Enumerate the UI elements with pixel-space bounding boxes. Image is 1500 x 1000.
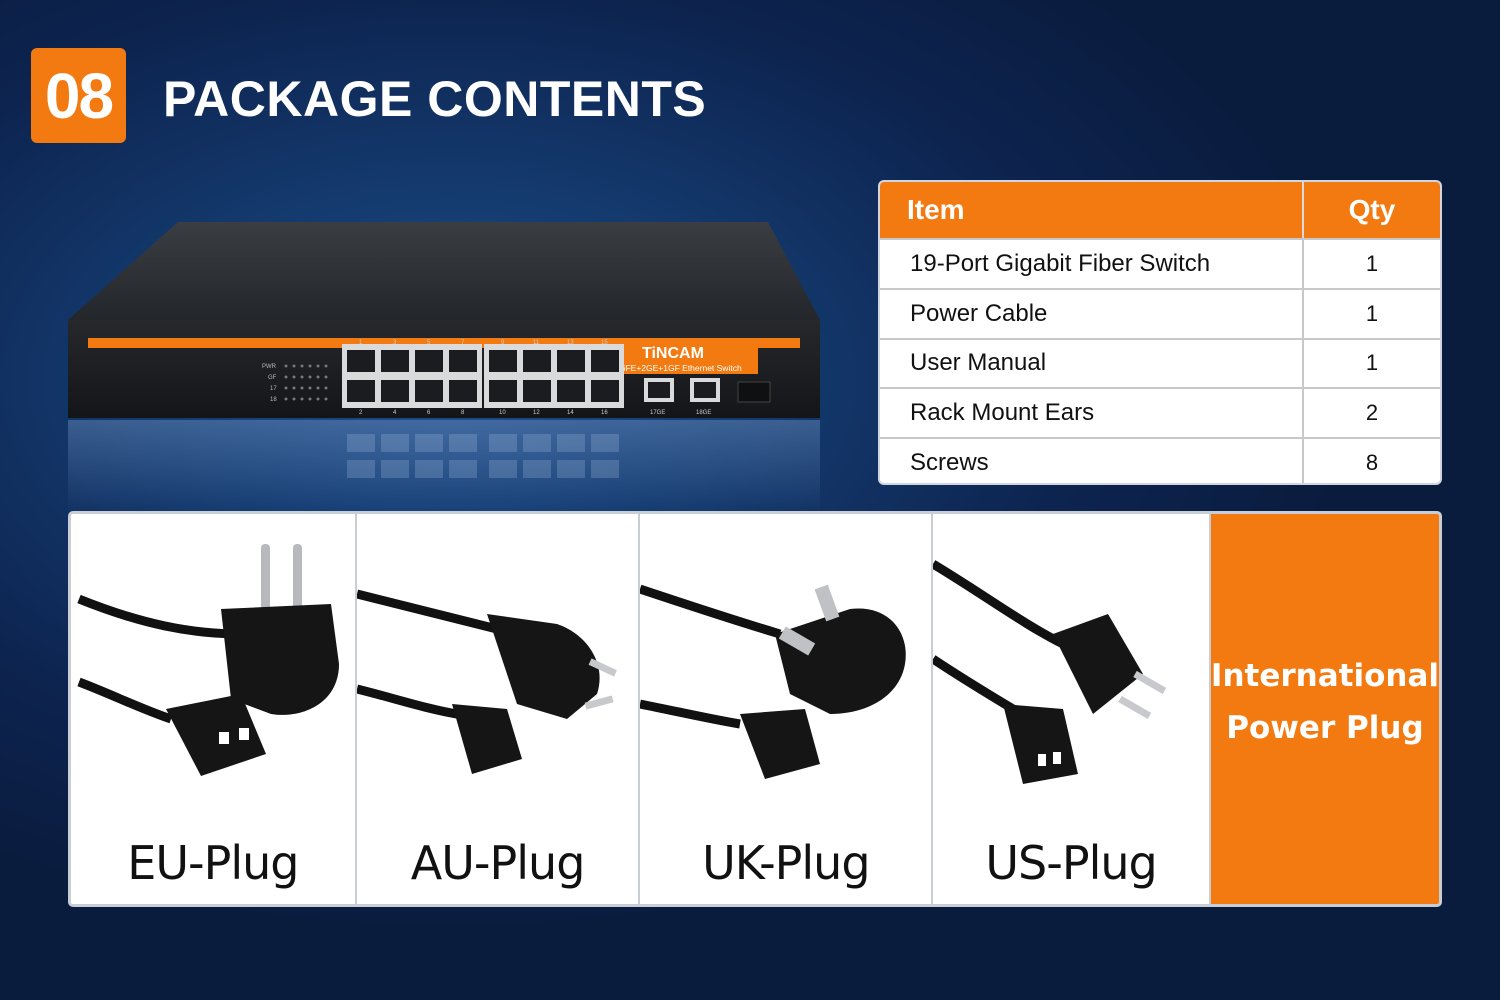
feature-text-line2: Power Plug: [1226, 710, 1424, 746]
port-number: 13: [567, 340, 574, 346]
port-number: 7: [461, 340, 465, 346]
port-number: 16: [601, 410, 608, 416]
port-number: 6: [427, 410, 431, 416]
port-number: 15: [601, 340, 608, 346]
power-plugs-panel: EU-Plug AU-Plug UK-Plug: [68, 511, 1442, 907]
row-item: 19-Port Gigabit Fiber Switch: [880, 240, 1304, 288]
ethernet-switch-image: TiNCAM 16FE+2GE+1GF Ethernet Switch PWR …: [68, 222, 820, 512]
table-row: Power Cable 1: [880, 287, 1440, 338]
led-label-gf: GF: [268, 375, 277, 381]
row-item: User Manual: [880, 339, 1304, 388]
section-number-badge: 08: [31, 48, 126, 143]
port-number: 11: [533, 340, 540, 346]
led-label-pwr: PWR: [262, 364, 277, 370]
table-row: Rack Mount Ears 2: [880, 387, 1440, 438]
port-number: 3: [393, 340, 397, 346]
port-number: 1: [359, 340, 363, 346]
table-row: 19-Port Gigabit Fiber Switch 1: [880, 238, 1440, 288]
port-number: 12: [533, 410, 540, 416]
device-model-text: 16FE+2GE+1GF Ethernet Switch: [616, 363, 742, 373]
uk-plug-cell: UK-Plug: [640, 514, 934, 904]
row-qty: 1: [1365, 300, 1379, 326]
row-qty: 1: [1365, 350, 1379, 376]
au-plug-icon: [356, 589, 617, 774]
port-number: 4: [393, 410, 397, 416]
row-item: Rack Mount Ears: [880, 389, 1304, 438]
table-header-row: Item Qty: [880, 182, 1440, 238]
row-qty: 8: [1365, 450, 1379, 476]
port-number: 8: [461, 410, 465, 416]
us-plug-icon: [933, 560, 1167, 784]
row-item: Power Cable: [880, 289, 1304, 338]
uplink-label-18ge: 18GE: [696, 410, 711, 416]
feature-text-line1: International: [1210, 658, 1439, 694]
table-row: User Manual 1: [880, 337, 1440, 388]
us-plug-cell: US-Plug: [933, 514, 1211, 904]
device-brand: TiNCAM: [642, 345, 704, 362]
port-number: 9: [501, 340, 505, 346]
eu-plug-icon: [77, 544, 339, 776]
package-contents-table: Item Qty 19-Port Gigabit Fiber Switch 1 …: [878, 180, 1442, 485]
page-title: PACKAGE CONTENTS: [163, 71, 707, 127]
uplink-label-17ge: 17GE: [650, 410, 665, 416]
table-row: Screws 8: [880, 437, 1440, 483]
led-label-18: 18: [270, 397, 277, 403]
international-power-plug-panel: International Power Plug: [1210, 514, 1439, 904]
au-plug-cell: AU-Plug: [356, 514, 641, 904]
eu-plug-label: EU-Plug: [127, 836, 299, 890]
eu-plug-cell: EU-Plug: [71, 514, 357, 904]
header-qty: Qty: [1348, 194, 1396, 225]
uk-plug-label: UK-Plug: [702, 836, 870, 890]
port-number: 14: [567, 410, 574, 416]
uk-plug-icon: [640, 584, 907, 779]
row-item: Screws: [880, 439, 1304, 483]
port-number: 10: [499, 410, 506, 416]
us-plug-label: US-Plug: [985, 836, 1157, 890]
row-qty: 2: [1365, 400, 1379, 426]
port-number: 2: [359, 410, 363, 416]
led-label-17: 17: [270, 386, 277, 392]
row-qty: 1: [1365, 250, 1379, 276]
port-number: 5: [427, 340, 431, 346]
au-plug-label: AU-Plug: [410, 836, 586, 890]
header-item: Item: [880, 182, 1304, 238]
